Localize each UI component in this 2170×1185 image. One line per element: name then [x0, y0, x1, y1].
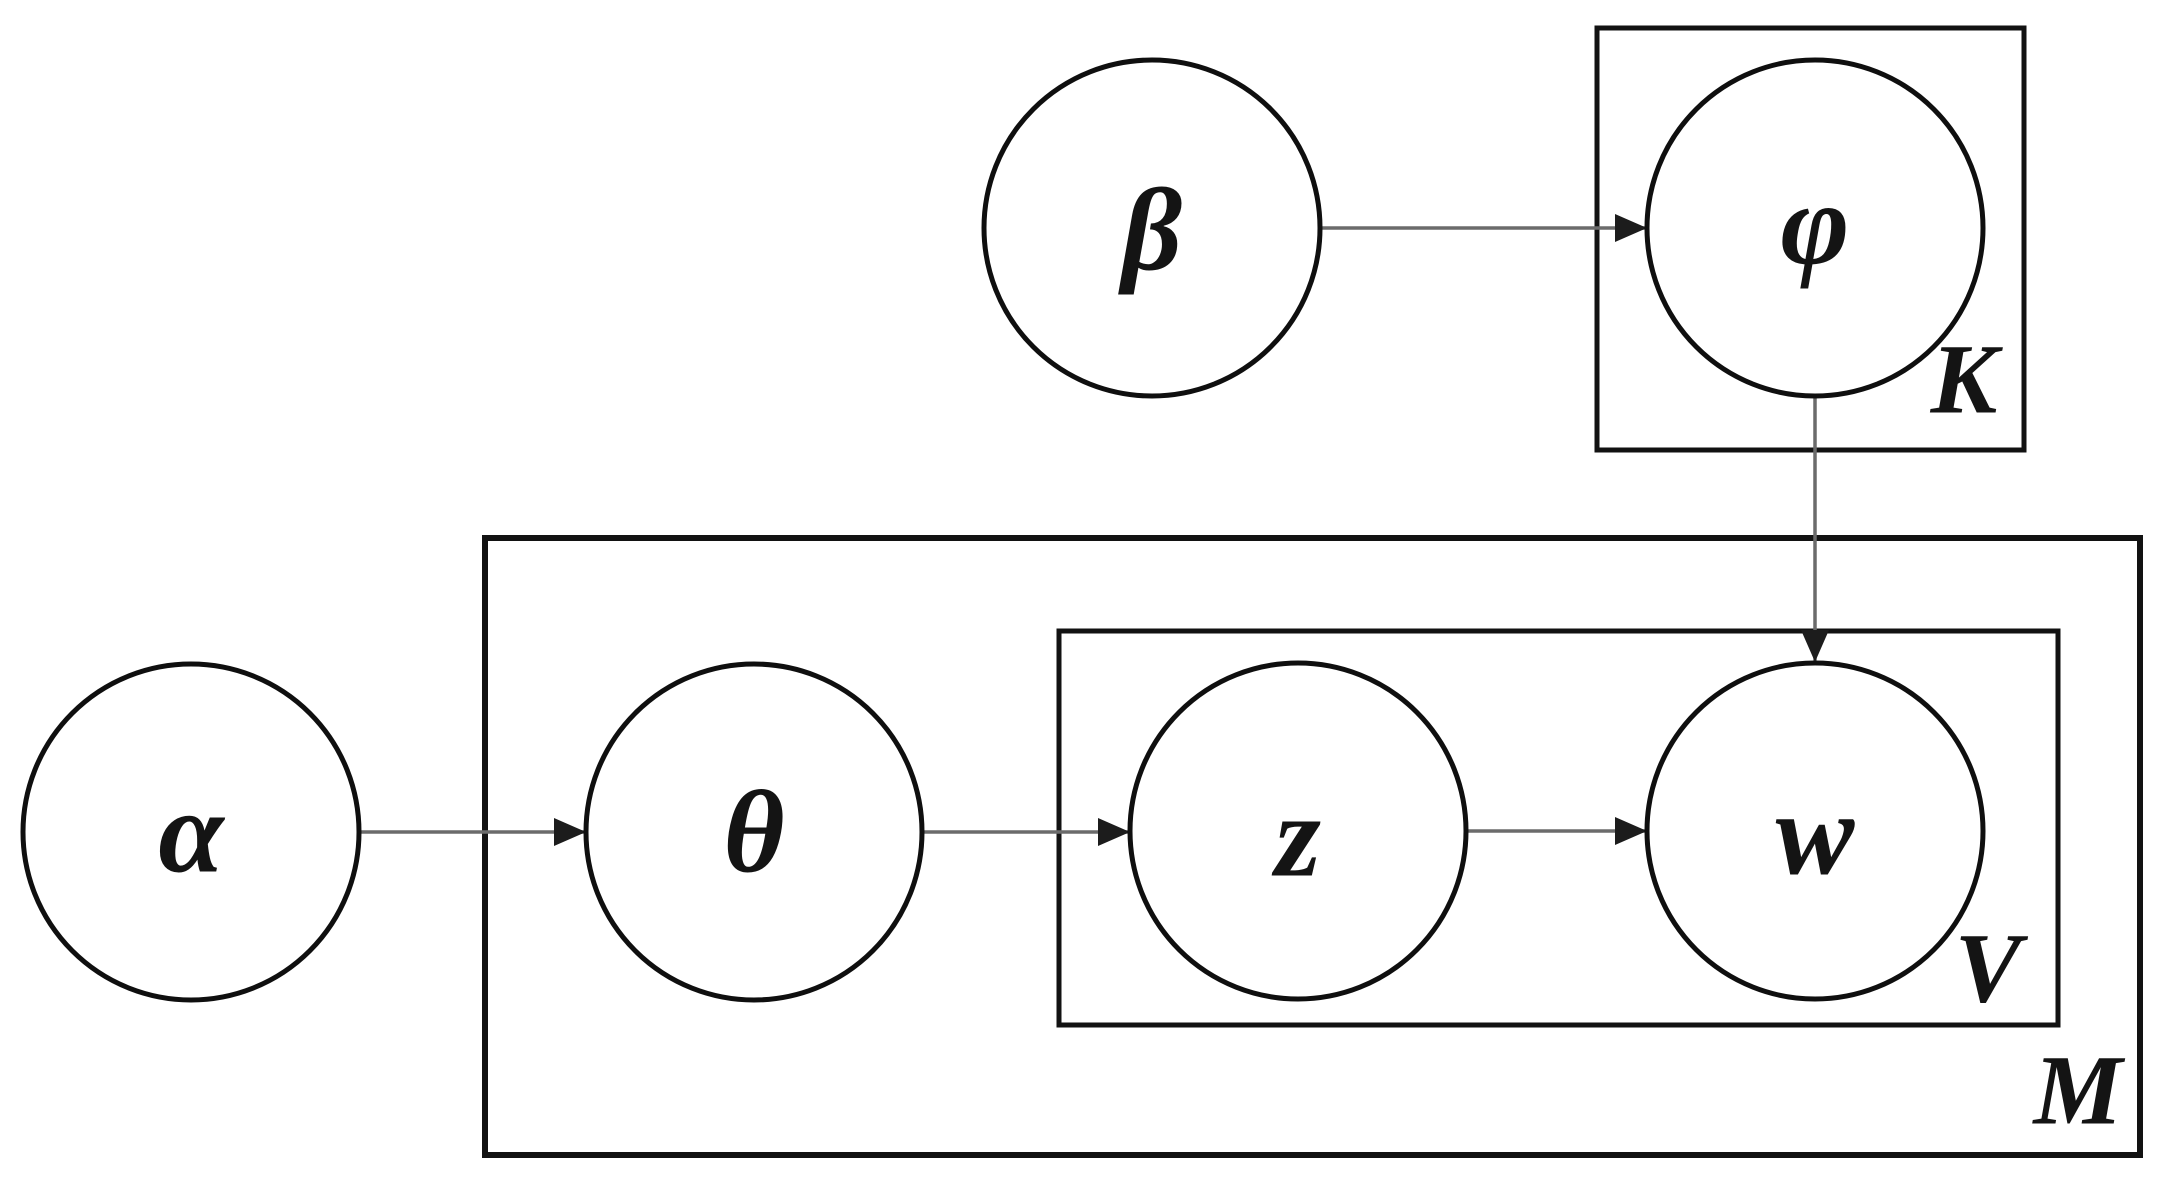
plate-M-label: M: [2032, 1035, 2126, 1146]
node-w-circle: [1644, 660, 1986, 1002]
node-theta-circle: [583, 661, 925, 1003]
plate-V-label: V: [1955, 913, 2029, 1024]
plate-K-label: K: [1930, 324, 2004, 435]
plate-M-rect: [482, 535, 2143, 1158]
node-theta-label: θ: [723, 767, 784, 898]
node-z-label: z: [1271, 771, 1321, 902]
node-w-label: w: [1776, 769, 1856, 900]
node-z-circle: [1127, 660, 1469, 1002]
node-alpha-circle: [20, 661, 362, 1003]
node-phi-circle: [1644, 57, 1986, 399]
node-alpha-label: α: [158, 767, 225, 898]
node-phi-label: φ: [1780, 159, 1849, 290]
node-beta-circle: [981, 57, 1323, 399]
plate-V-rect: [1056, 628, 2061, 1028]
node-beta-label: β: [1118, 165, 1182, 296]
plate-K-rect: [1594, 25, 2027, 453]
